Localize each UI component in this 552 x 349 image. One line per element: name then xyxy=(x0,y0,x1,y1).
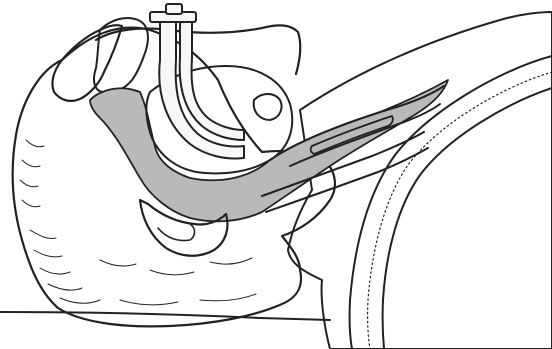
hard-palate xyxy=(96,25,300,74)
oropharyngeal-airway xyxy=(150,4,244,158)
head-hatching-1 xyxy=(30,230,100,303)
neck-and-torso xyxy=(288,12,552,349)
head-hatching-3 xyxy=(20,140,44,207)
epiglottis xyxy=(254,94,282,120)
oral-cavity-and-tongue xyxy=(90,18,448,256)
jaw-inner-curl xyxy=(158,224,195,241)
head-hatching-2 xyxy=(100,258,256,305)
torso-contour-third xyxy=(383,88,552,349)
torso-outline xyxy=(288,12,552,349)
surface-line xyxy=(0,312,330,320)
airway-flange-bite-block xyxy=(166,4,182,14)
table-surface xyxy=(0,312,330,320)
airway-tube-inner xyxy=(180,22,244,140)
